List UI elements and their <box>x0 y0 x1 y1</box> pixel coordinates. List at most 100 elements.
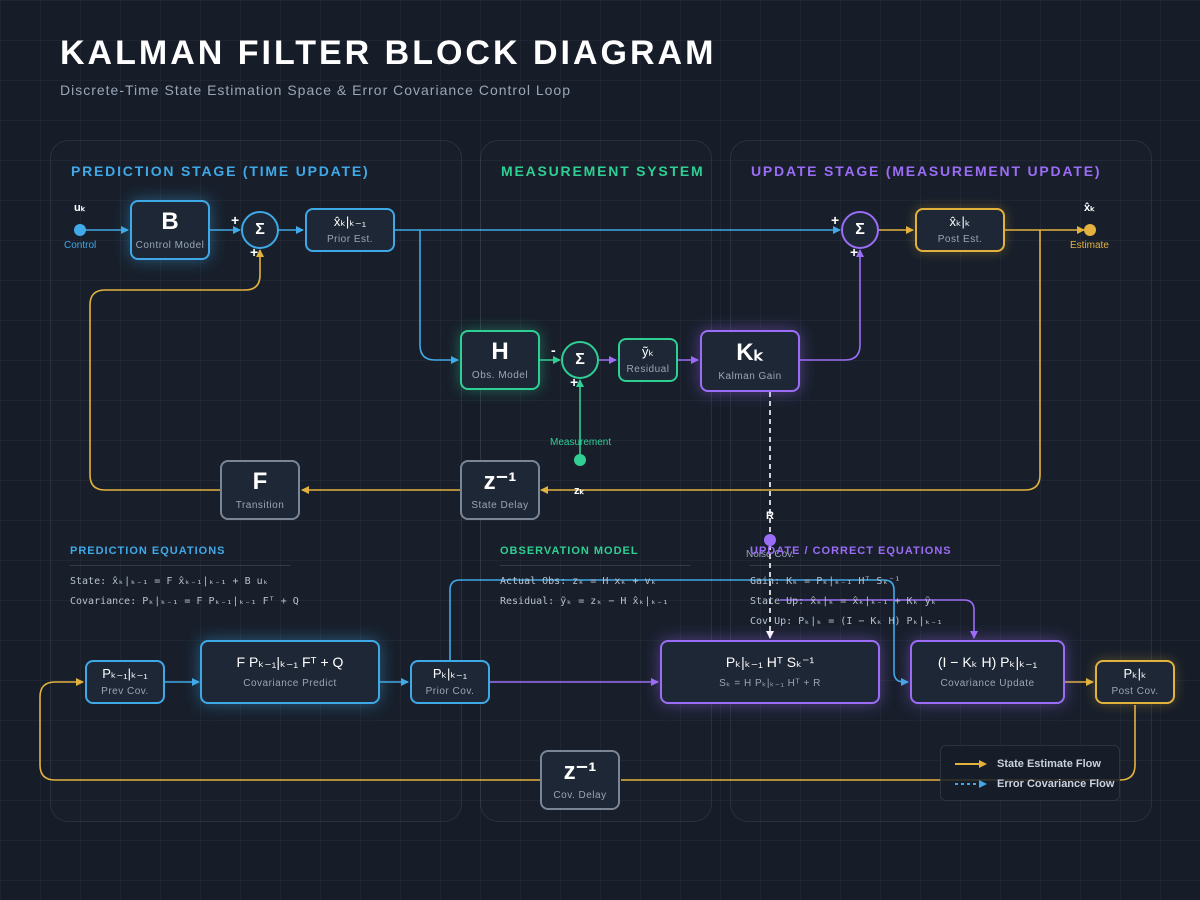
noise-cov-dot <box>764 534 776 546</box>
sum-prior-plus-bottom: + <box>250 244 259 260</box>
legend-cov-flow-label: Error Covariance Flow <box>997 778 1115 790</box>
cov-update-block[interactable]: (I − Kₖ H) Pₖ|ₖ₋₁ Covariance Update <box>910 640 1065 704</box>
control-input-symbol: uₖ <box>74 202 86 214</box>
kalman-gain-label: Kalman Gain <box>718 370 782 382</box>
cov-delay-block[interactable]: z⁻¹ Cov. Delay <box>540 750 620 810</box>
sum-residual-minus: - <box>551 342 556 358</box>
gain-calc-symbol: Pₖ|ₖ₋₁ Hᵀ Sₖ⁻¹ <box>725 653 815 670</box>
line-gain-to-sum3 <box>800 249 864 361</box>
update-equation-covariance: Cov Up: Pₖ|ₖ = (I − Kₖ H) Pₖ|ₖ₋₁ <box>750 616 943 627</box>
legend: State Estimate Flow Error Covariance Flo… <box>940 745 1120 801</box>
prev-cov-block[interactable]: Pₖ₋₁|ₖ₋₁ Prev Cov. <box>85 660 165 704</box>
cov-predict-label: Covariance Predict <box>243 678 337 690</box>
state-delay-symbol: z⁻¹ <box>483 468 517 496</box>
cov-predict-block[interactable]: F Pₖ₋₁|ₖ₋₁ Fᵀ + Q Covariance Predict <box>200 640 380 704</box>
estimate-output-dot <box>1084 224 1096 236</box>
legend-solid-arrow-icon <box>955 760 987 768</box>
prior-estimate-block[interactable]: x̂ₖ|ₖ₋₁ Prior Est. <box>305 208 395 252</box>
obs-model-label: Obs. Model <box>471 369 529 381</box>
sum-junction-residual[interactable]: Σ <box>561 341 599 379</box>
legend-dashed-arrow-icon <box>955 780 987 788</box>
state-delay-block[interactable]: z⁻¹ State Delay <box>460 460 540 520</box>
control-input-label: Control <box>64 240 97 251</box>
line-gain-to-covupdate <box>780 599 978 639</box>
gain-calc-label: Sₖ = H Pₖ|ₖ₋₁ Hᵀ + R <box>719 678 821 690</box>
prior-cov-label: Prior Cov. <box>425 685 475 697</box>
prior-estimate-label: Prior Est. <box>326 233 374 245</box>
sum-residual-plus: + <box>570 374 579 390</box>
update-equations-heading: UPDATE / CORRECT EQUATIONS <box>750 545 952 557</box>
prediction-panel-title: PREDICTION STAGE (TIME UPDATE) <box>71 163 370 179</box>
kalman-gain-symbol: Kₖ <box>736 339 764 367</box>
cov-predict-symbol: F Pₖ₋₁|ₖ₋₁ Fᵀ + Q <box>236 653 344 670</box>
line-postcov-to-delay <box>621 705 1136 781</box>
sum-post-plus-top: + <box>831 212 840 228</box>
update-panel-title: UPDATE STAGE (MEASUREMENT UPDATE) <box>751 163 1102 179</box>
control-input-dot <box>74 224 86 236</box>
line-feedback-to-delay <box>540 230 1041 494</box>
legend-cov-flow: Error Covariance Flow <box>955 778 1114 790</box>
obs-model-symbol: H <box>491 338 509 366</box>
gain-calc-block[interactable]: Pₖ|ₖ₋₁ Hᵀ Sₖ⁻¹ Sₖ = H Pₖ|ₖ₋₁ Hᵀ + R <box>660 640 880 704</box>
update-equation-gain: Gain: Kₖ = Pₖ|ₖ₋₁ Hᵀ Sₖ⁻¹ <box>750 576 901 587</box>
sum-junction-post[interactable]: Σ <box>841 211 879 249</box>
control-model-symbol: B <box>161 208 179 236</box>
control-model-block[interactable]: B Control Model <box>130 200 210 260</box>
measurement-dot <box>574 454 586 466</box>
estimate-output-symbol: x̂ₖ <box>1084 202 1095 214</box>
residual-symbol: ỹₖ <box>641 344 655 360</box>
sum-post-plus-bottom: + <box>850 244 859 260</box>
residual-block[interactable]: ỹₖ Residual <box>618 338 678 382</box>
line-priorcov-to-covupdate <box>449 579 909 686</box>
prediction-equation-covariance: Covariance: Pₖ|ₖ₋₁ = F Pₖ₋₁|ₖ₋₁ Fᵀ + Q <box>70 596 299 607</box>
prediction-equation-state: State: x̂ₖ|ₖ₋₁ = F x̂ₖ₋₁|ₖ₋₁ + B uₖ <box>70 576 269 587</box>
transition-block[interactable]: F Transition <box>220 460 300 520</box>
line-f-to-sum1 <box>89 249 264 491</box>
post-estimate-symbol: x̂ₖ|ₖ <box>949 214 971 230</box>
prediction-equations-rule <box>70 565 290 566</box>
kalman-gain-block[interactable]: Kₖ Kalman Gain <box>700 330 800 392</box>
legend-state-flow-label: State Estimate Flow <box>997 758 1101 770</box>
post-estimate-label: Post Est. <box>937 233 983 245</box>
cov-update-symbol: (I − Kₖ H) Pₖ|ₖ₋₁ <box>937 653 1038 670</box>
page-subtitle: Discrete-Time State Estimation Space & E… <box>60 82 571 98</box>
observation-equation-residual: Residual: ỹₖ = zₖ − H x̂ₖ|ₖ₋₁ <box>500 596 669 607</box>
prior-cov-symbol: Pₖ|ₖ₋₁ <box>432 666 468 682</box>
cov-delay-label: Cov. Delay <box>553 789 607 801</box>
post-cov-block[interactable]: Pₖ|ₖ Post Cov. <box>1095 660 1175 704</box>
observation-equation-actual: Actual Obs: zₖ = H xₖ + vₖ <box>500 576 657 587</box>
control-model-label: Control Model <box>135 239 205 251</box>
update-panel: UPDATE STAGE (MEASUREMENT UPDATE) <box>730 140 1152 822</box>
obs-model-block[interactable]: H Obs. Model <box>460 330 540 390</box>
sum-prior-plus-top: + <box>231 212 240 228</box>
update-equation-state: State Up: x̂ₖ|ₖ = x̂ₖ|ₖ₋₁ + Kₖ ỹₖ <box>750 596 937 607</box>
measurement-label: Measurement <box>550 437 612 448</box>
noise-cov-symbol: R <box>766 510 774 522</box>
cov-delay-symbol: z⁻¹ <box>563 758 597 786</box>
page-title: KALMAN FILTER BLOCK DIAGRAM <box>60 34 717 72</box>
residual-label: Residual <box>626 363 670 375</box>
state-delay-label: State Delay <box>471 499 529 511</box>
measurement-symbol: zₖ <box>574 485 585 497</box>
observation-model-rule <box>500 565 690 566</box>
transition-label: Transition <box>235 499 285 511</box>
transition-symbol: F <box>252 468 268 496</box>
post-cov-label: Post Cov. <box>1111 685 1159 697</box>
cov-update-label: Covariance Update <box>940 678 1035 690</box>
legend-state-flow: State Estimate Flow <box>955 758 1101 770</box>
prior-estimate-symbol: x̂ₖ|ₖ₋₁ <box>333 214 367 230</box>
prior-cov-block[interactable]: Pₖ|ₖ₋₁ Prior Cov. <box>410 660 490 704</box>
sum-junction-prior[interactable]: Σ <box>241 211 279 249</box>
post-estimate-block[interactable]: x̂ₖ|ₖ Post Est. <box>915 208 1005 252</box>
prediction-equations-heading: PREDICTION EQUATIONS <box>70 545 226 557</box>
prev-cov-symbol: Pₖ₋₁|ₖ₋₁ <box>102 666 148 682</box>
line-prior-to-h <box>419 230 459 364</box>
post-cov-symbol: Pₖ|ₖ <box>1123 666 1147 682</box>
update-equations-rule <box>750 565 1000 566</box>
prev-cov-label: Prev Cov. <box>101 685 149 697</box>
noise-cov-label: Noise Cov. <box>746 549 795 560</box>
line-delay-to-prevcov <box>39 678 540 781</box>
observation-model-heading: OBSERVATION MODEL <box>500 545 639 557</box>
measurement-panel-title: MEASUREMENT SYSTEM <box>501 163 705 179</box>
